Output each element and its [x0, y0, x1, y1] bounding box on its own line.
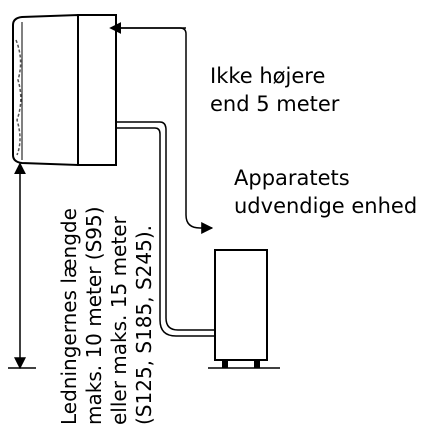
outdoor-unit [208, 249, 280, 369]
pipe-length-label-line2: maks. 10 meter (S95) [82, 206, 106, 425]
indoor-unit [12, 13, 117, 167]
pipe-length-label-line4: (S125, S185, S245). [132, 225, 156, 425]
height-label-line2: end 5 meter [210, 92, 340, 116]
pipe-length-label-line3: eller maks. 15 meter [107, 216, 131, 425]
outdoor-unit-label-line2: udvendige enhed [234, 194, 418, 218]
height-arrow [109, 22, 214, 234]
pipe-length-label-line1: Ledningernes længde [57, 208, 81, 425]
refrigerant-pipes [116, 121, 215, 337]
outdoor-unit-label: Apparatets udvendige enhed [234, 164, 417, 220]
outdoor-unit-label-line1: Apparatets [234, 166, 350, 190]
height-label-line1: Ikke højere [210, 64, 326, 88]
height-label: Ikke højere end 5 meter [210, 62, 339, 118]
